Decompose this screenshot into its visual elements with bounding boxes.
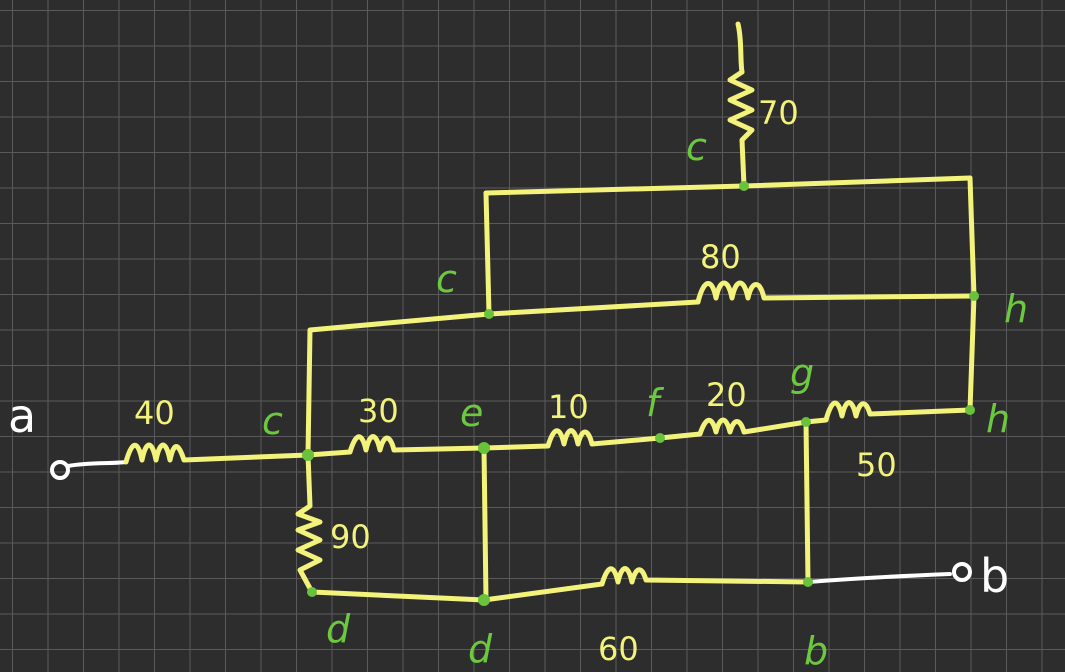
resistor-30 xyxy=(305,434,487,458)
resistor-80 xyxy=(695,280,977,305)
label-resistor-80: 80 xyxy=(700,238,741,276)
label-resistor-50: 50 xyxy=(856,446,897,484)
label-node-b-bottom: b xyxy=(804,629,828,672)
wire-top-lead xyxy=(735,21,745,75)
resistor-40 xyxy=(123,442,311,465)
resistor-10 xyxy=(481,428,663,451)
label-node-h-lower: h xyxy=(986,397,1010,441)
node-dot-c-upper xyxy=(484,309,494,319)
node-dot-d-left xyxy=(307,587,317,597)
label-node-c-left: c xyxy=(262,399,283,443)
label-resistor-60: 60 xyxy=(598,630,639,668)
label-resistor-20: 20 xyxy=(706,376,747,414)
label-resistor-70: 70 xyxy=(758,94,799,132)
wire-e-to-d xyxy=(481,445,489,603)
terminal-a-circle xyxy=(50,460,70,480)
label-node-g: g xyxy=(790,351,814,395)
label-resistor-40: 40 xyxy=(134,394,175,432)
resistor-20 xyxy=(657,417,809,441)
resistor-90 xyxy=(295,452,323,595)
wire-80-branch xyxy=(486,299,701,317)
label-node-c-top: c xyxy=(686,125,707,169)
node-dot-e xyxy=(478,442,490,454)
label-node-c-mid: c xyxy=(436,257,457,301)
node-dot-c-main xyxy=(302,449,314,461)
label-terminal-b: b xyxy=(980,549,1009,603)
wire-b-lead xyxy=(806,572,952,584)
label-resistor-10: 10 xyxy=(548,388,589,426)
resistor-70 xyxy=(727,69,755,189)
label-resistor-30: 30 xyxy=(358,392,399,430)
wire-top-rail xyxy=(483,175,973,196)
node-dot-h-upper xyxy=(969,291,979,301)
node-dot-d-right xyxy=(478,594,490,606)
wire-a-lead xyxy=(66,460,128,468)
wire-g-to-b xyxy=(803,419,811,585)
node-dot-f xyxy=(655,433,665,443)
label-node-d-left: d xyxy=(326,607,351,651)
resistor-50 xyxy=(803,400,973,425)
label-node-h-upper: h xyxy=(1004,287,1028,331)
wire-c-link xyxy=(305,311,492,458)
wire-bottom-left xyxy=(309,589,487,603)
label-node-f: f xyxy=(646,381,665,425)
resistor-60 xyxy=(481,566,811,603)
wire-upper-left xyxy=(483,190,492,317)
node-dot-g xyxy=(801,417,811,427)
label-terminal-a: a xyxy=(8,389,36,443)
label-resistor-90: 90 xyxy=(330,518,371,556)
node-dot-h-lower xyxy=(965,405,975,415)
node-dot-top xyxy=(739,181,749,191)
label-node-d-right: d xyxy=(468,627,493,671)
terminal-b-circle xyxy=(952,562,972,582)
node-dot-b xyxy=(803,577,813,587)
label-node-e: e xyxy=(460,391,483,435)
